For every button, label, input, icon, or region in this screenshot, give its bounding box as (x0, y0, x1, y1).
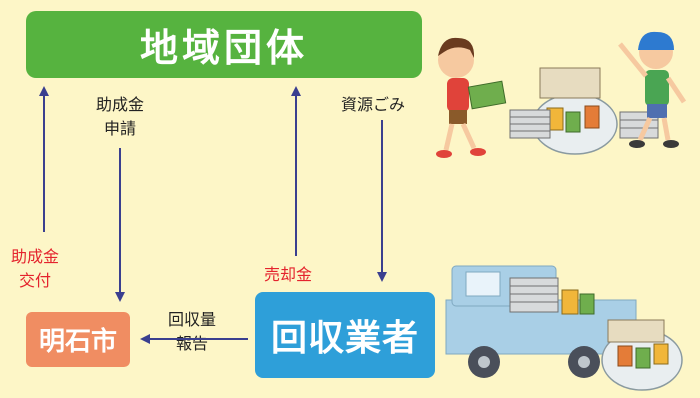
subsidy-grant-line-2: 交付 (19, 271, 52, 290)
subsidy-application-label: 助成金 申請 (96, 93, 144, 141)
boy-icon (618, 31, 687, 148)
subsidy-application-line-2: 申請 (104, 119, 137, 138)
subsidy-grant-label: 助成金 交付 (11, 245, 59, 293)
recyclables-label: 資源ごみ (341, 95, 406, 114)
girl-icon (436, 37, 507, 158)
collection-report-line-1: 回収量 (168, 310, 217, 329)
subsidy-grant-line-1: 助成金 (11, 247, 60, 266)
community-group-node: 地域団体 (26, 11, 422, 78)
truck-icon (445, 265, 683, 391)
sale-proceeds-label: 売却金 (264, 265, 313, 284)
recycling-collector-node: 回収業者 (255, 292, 435, 378)
subsidy-application-line-1: 助成金 (96, 95, 145, 114)
akashi-city-node: 明石市 (26, 312, 130, 367)
recyclables-pile-icon (509, 67, 659, 155)
